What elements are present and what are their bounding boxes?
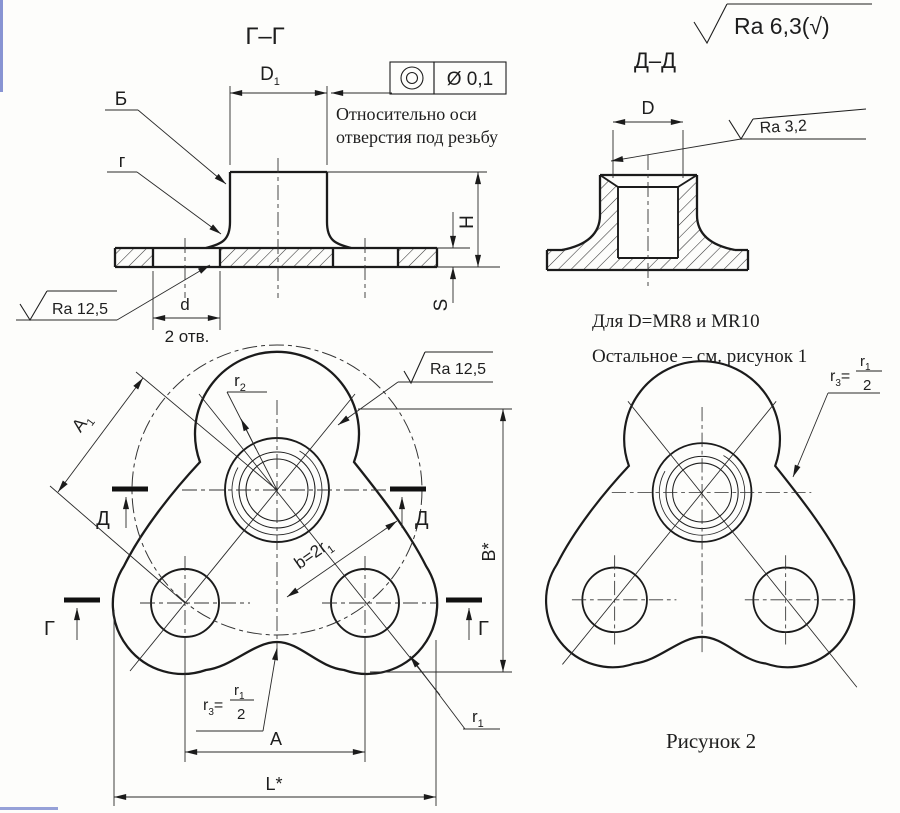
- svg-text:Д: Д: [96, 508, 110, 530]
- general-roughness-mark: Ra 6,3(√): [693, 3, 872, 45]
- tolerance-note-line1: Относительно оси: [336, 104, 477, 124]
- dd-hole-outline: [599, 174, 698, 259]
- centerlines-gg: [184, 158, 366, 298]
- a1-dimension-line: [57, 377, 144, 493]
- roughness-flange-bottom: Ra 12,5: [16, 265, 210, 322]
- svg-text:r2: r2: [234, 371, 246, 394]
- note-rest: Остальное – см. рисунок 1: [592, 346, 807, 367]
- section-mark-g-left: Г: [44, 597, 100, 640]
- section-dd-title: Д–Д: [634, 48, 676, 73]
- a1-dimension-label: A1: [68, 409, 98, 438]
- a1-extension-lines: [49, 371, 278, 604]
- hole-opening: [600, 175, 697, 258]
- b-star-dimension-label: B*: [479, 542, 499, 561]
- hatch-flange-left: [115, 248, 153, 267]
- d1-extension-lines: [229, 86, 328, 165]
- tolerance-note-line2: отверстия под резьбу: [336, 127, 498, 147]
- svg-text:Ra 12,5: Ra 12,5: [52, 301, 108, 318]
- svg-text:r1: r1: [234, 682, 245, 702]
- roughness-triangle-icon: [728, 108, 867, 141]
- note-for-d: Для D=MR8 и MR10: [592, 311, 760, 332]
- b-width-label: b=2r1: [291, 534, 337, 576]
- section-gg-title: Г–Г: [245, 23, 284, 50]
- plan-extension-lines: [113, 610, 437, 806]
- tolerance-value: Ø 0,1: [447, 69, 493, 90]
- roughness-check-icon: [403, 351, 493, 385]
- svg-text:Ra 12,5: Ra 12,5: [430, 361, 486, 378]
- d1-dimension-label: D1: [260, 64, 280, 88]
- svg-text:2: 2: [863, 377, 871, 394]
- b-width-dimension-line: [286, 520, 398, 598]
- hatch-flange-right: [398, 248, 437, 267]
- holes-count-note: 2 отв.: [165, 327, 210, 346]
- r2-radius-callout: r2: [226, 371, 278, 491]
- l-star-dimension-label: L*: [265, 774, 282, 794]
- datum-b-leader: [105, 109, 226, 184]
- dd-boss-outline: [561, 173, 736, 252]
- svg-text:r3=: r3=: [830, 368, 850, 389]
- svg-text:Г: Г: [44, 618, 55, 640]
- scan-edge-artifact: [0, 807, 58, 810]
- plan-view-main: Д Д Г Г A1 B* b=2r1 r2: [44, 344, 512, 806]
- svg-text:r1: r1: [860, 353, 871, 373]
- section-dd-view: Ra 6,3(√) Д–Д D Ra 3,2 Для D=MR8 и MR10 …: [545, 3, 872, 367]
- plan-view-figure2: r3= r1 2 Рисунок 2: [544, 353, 882, 753]
- d-dimension-label: d: [180, 295, 189, 314]
- a-dimension-label: A: [270, 729, 282, 749]
- svg-text:Д: Д: [415, 508, 429, 530]
- boss-outline: [205, 170, 352, 250]
- section-mark-g-right: Г: [446, 597, 489, 640]
- svg-text:Ra 3,2: Ra 3,2: [759, 118, 807, 137]
- r3-callout-left: r3= r1 2: [196, 648, 277, 732]
- section-mark-d-right: Д: [390, 486, 429, 530]
- dd-d-dimension-label: D: [642, 98, 655, 118]
- svg-text:2: 2: [237, 706, 245, 723]
- h-extension-lines: [327, 171, 500, 268]
- svg-text:r1: r1: [472, 707, 484, 730]
- svg-text:Г: Г: [478, 618, 489, 640]
- dd-d-extension-lines: [612, 130, 684, 178]
- dd-flange-outline: [545, 248, 750, 272]
- section-mark-d-left: Д: [96, 486, 148, 530]
- roughness-check-icon: [693, 3, 872, 45]
- s-dimension-label: S: [431, 299, 452, 312]
- datum-g-leader: [107, 171, 221, 234]
- scan-edge-artifact: [0, 0, 3, 92]
- svg-text:Ra 6,3(√): Ra 6,3(√): [734, 13, 830, 39]
- b-star-extension-lines: [358, 408, 512, 673]
- section-gg-view: Г–Г D1 Ø 0,1 Относительно оси отверстия …: [16, 23, 507, 346]
- figure-caption: Рисунок 2: [666, 729, 756, 753]
- r3-callout-right: r3= r1 2: [793, 353, 882, 477]
- roughness-thread-hole: Ra 3,2: [610, 108, 867, 162]
- h-dimension-label: H: [457, 215, 478, 229]
- roughness-plan-top: Ra 12,5: [337, 351, 493, 426]
- datum-label-b: Б: [115, 89, 127, 110]
- datum-label-g: г: [119, 151, 126, 171]
- hatch-flange-middle: [220, 248, 333, 267]
- svg-text:r3=: r3=: [203, 697, 223, 718]
- concentricity-icon: [400, 66, 424, 90]
- tolerance-frame-value-cell: [433, 61, 507, 95]
- r1-radius-callout: r1: [409, 655, 500, 730]
